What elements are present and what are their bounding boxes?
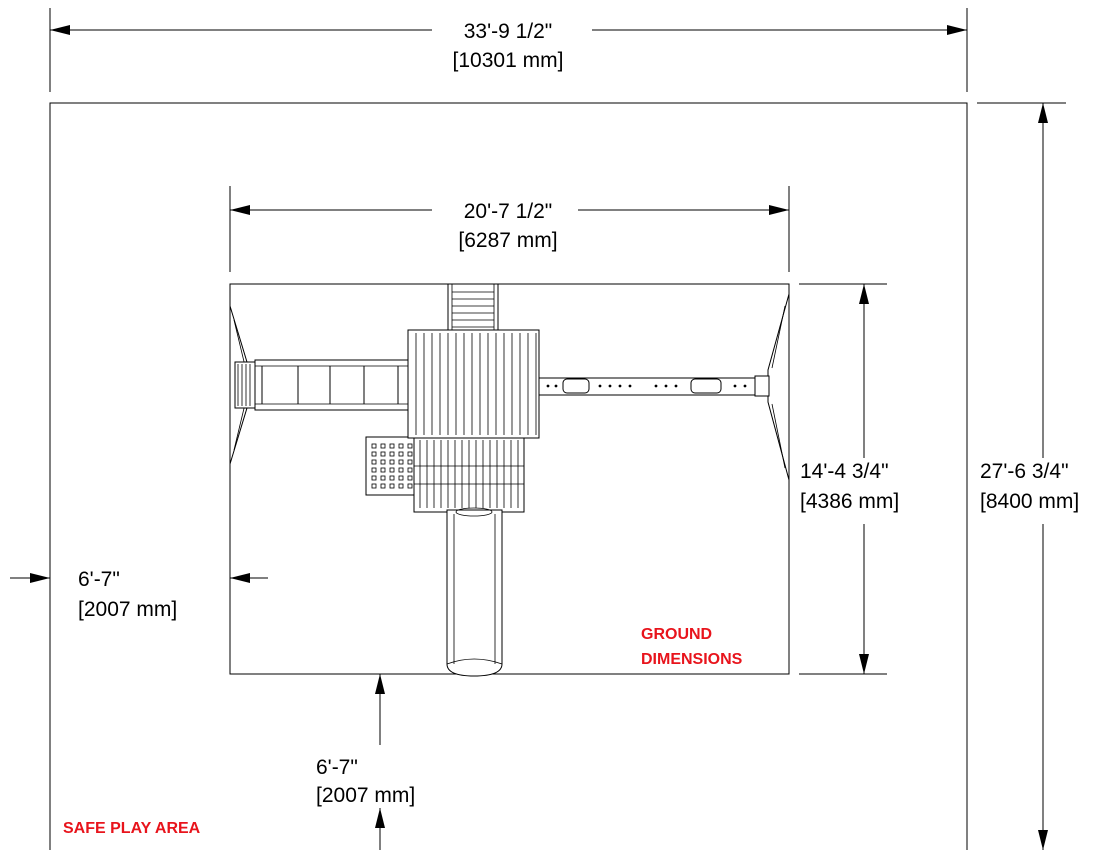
top-ladder [447, 283, 499, 333]
ground-width-metric: [6287 mm] [458, 229, 557, 252]
slide [446, 507, 503, 677]
monkey-bars [254, 359, 409, 411]
overall-depth-dimension: 27'-6 3/4" [8400 mm] [977, 102, 1079, 850]
front-clearance-imperial: 6'-7" [316, 756, 358, 779]
tower-base [413, 436, 525, 513]
side-clearance-dimension: 6'-7" [2007 mm] [10, 568, 268, 621]
front-clearance-dimension: 6'-7" [2007 mm] [316, 674, 415, 850]
overall-depth-imperial: 27'-6 3/4" [980, 460, 1069, 483]
safe-play-area-outline [49, 102, 968, 850]
front-clearance-metric: [2007 mm] [316, 784, 415, 807]
side-clearance-metric: [2007 mm] [78, 598, 177, 621]
ground-depth-metric: [4386 mm] [800, 490, 899, 513]
right-a-frame [754, 293, 790, 481]
overall-depth-metric: [8400 mm] [980, 490, 1079, 513]
overall-width-imperial: 33'-9 1/2" [464, 20, 553, 43]
ground-width-imperial: 20'-7 1/2" [464, 200, 553, 223]
ground-width-dimension: 20'-7 1/2" [6287 mm] [229, 186, 790, 272]
ground-depth-dimension: 14'-4 3/4" [4386 mm] [799, 283, 899, 675]
tower-roof [407, 329, 540, 439]
ground-dimensions-label-line1: GROUND [641, 626, 712, 643]
overall-width-metric: [10301 mm] [453, 49, 564, 72]
left-a-frame [229, 305, 256, 465]
play-structure [229, 283, 790, 677]
overall-width-dimension: 33'-9 1/2" [10301 mm] [49, 8, 968, 92]
climbing-wall [365, 436, 415, 496]
ground-depth-imperial: 14'-4 3/4" [800, 460, 889, 483]
swing-beam [538, 377, 766, 396]
safe-play-area-label: SAFE PLAY AREA [63, 820, 201, 837]
ground-dimensions-label-line2: DIMENSIONS [641, 651, 743, 668]
side-clearance-imperial: 6'-7" [78, 568, 120, 591]
